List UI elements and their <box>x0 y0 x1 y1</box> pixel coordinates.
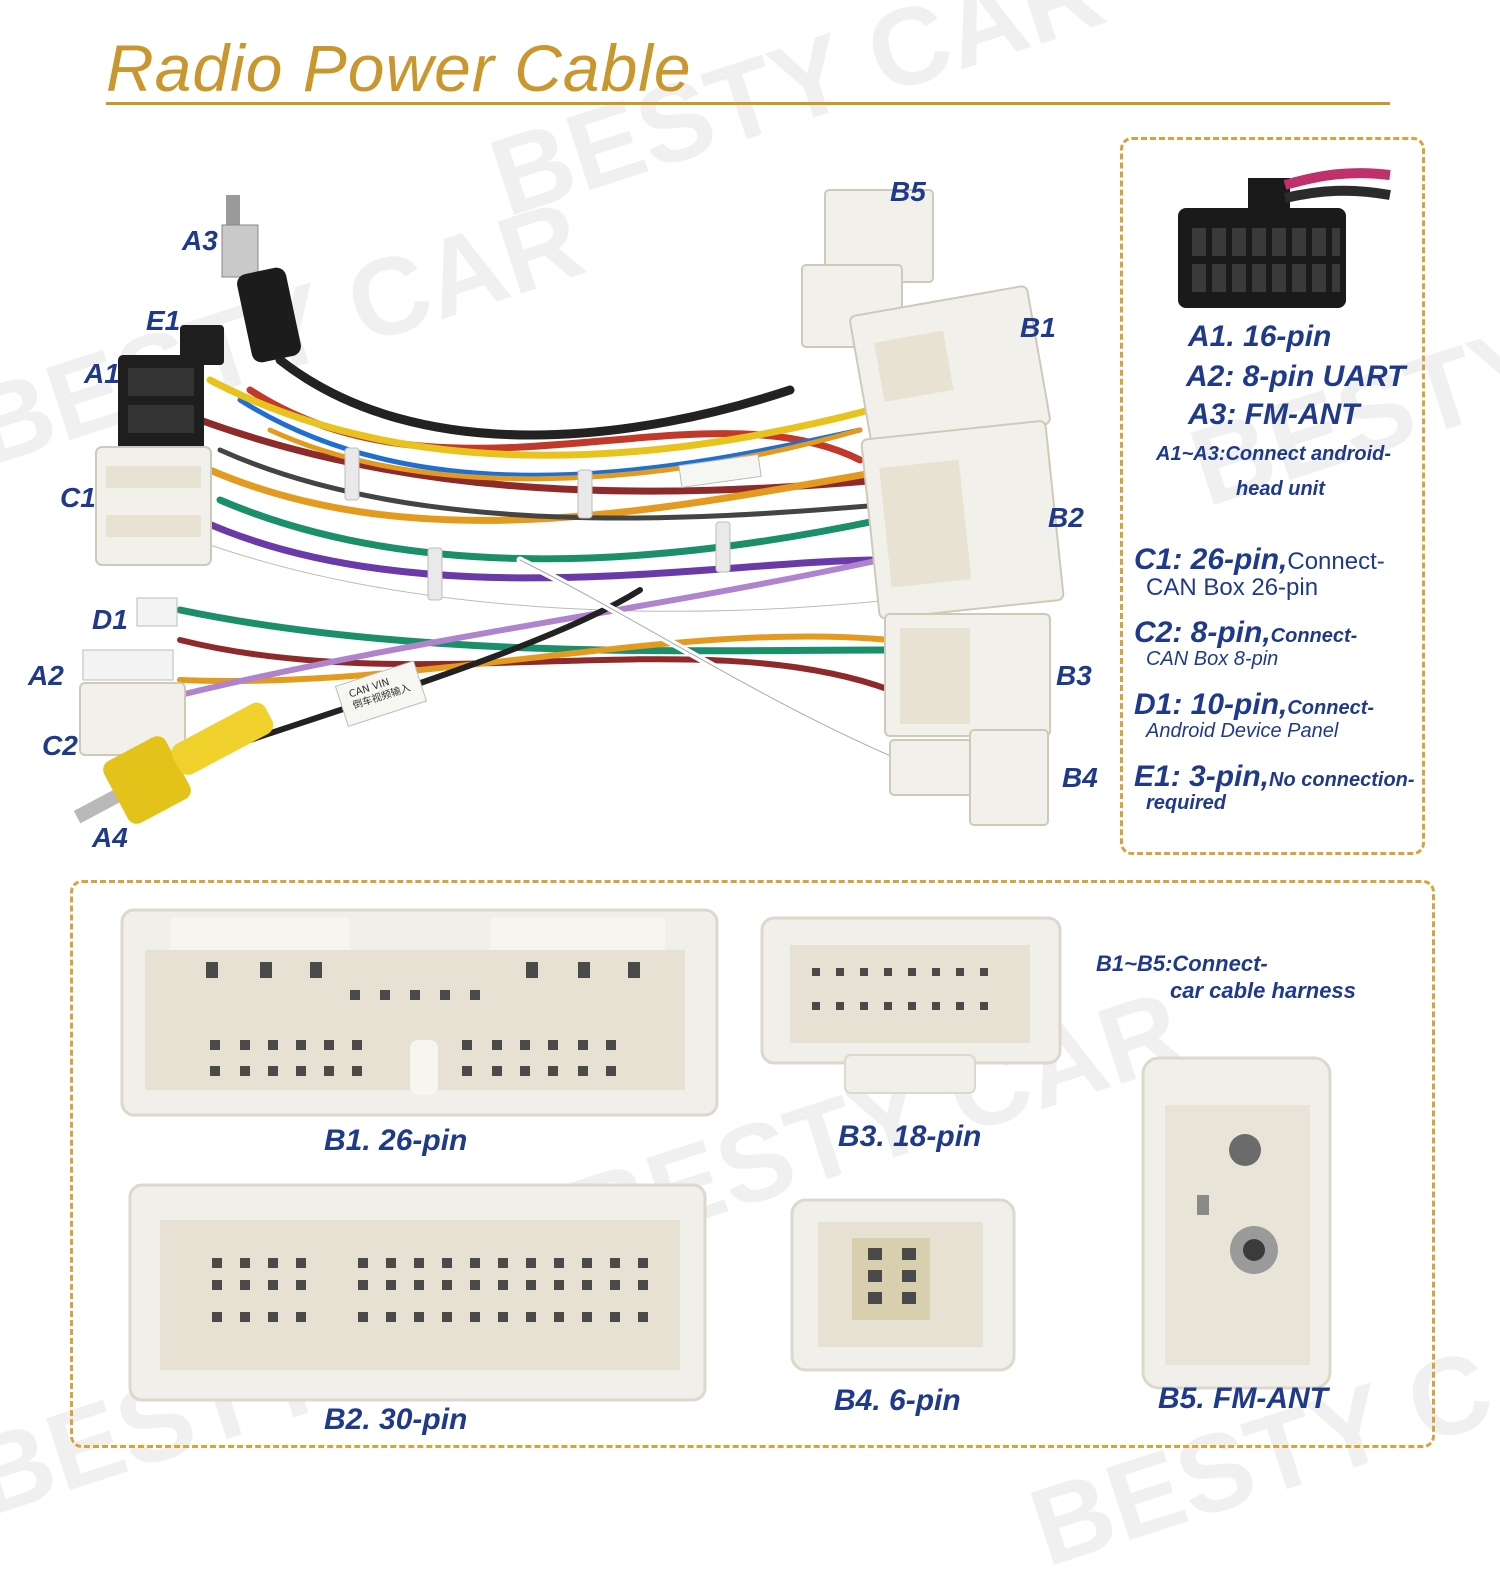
label-b1: B1 <box>1020 312 1056 343</box>
label-b4: B4 <box>1062 762 1098 793</box>
spec-d1-tail: Connect- <box>1287 697 1375 719</box>
spec-c1-line2: CAN Box 26-pin <box>1146 574 1319 601</box>
label-b5: B5 <box>890 176 926 207</box>
spec-e1-line2: required <box>1146 792 1227 814</box>
spec-c1-tail: Connect- <box>1287 548 1385 575</box>
label-a4: A4 <box>92 822 128 853</box>
label-b2: B2 <box>1048 502 1084 533</box>
label-b3: B3 <box>1056 660 1092 691</box>
spec-c2-tail: Connect- <box>1270 625 1358 647</box>
spec-panel <box>1120 137 1425 855</box>
note-b-line2: car cable harness <box>1170 978 1356 1003</box>
label-a2: A2 <box>28 660 64 691</box>
cable-harness-illustration <box>73 168 1391 1402</box>
spec-d1-line2: Android Device Panel <box>1146 720 1339 742</box>
spec-a2: A2: 8-pin UART <box>1186 360 1406 393</box>
title-underline <box>106 102 1390 105</box>
label-a3: A3 <box>182 225 218 256</box>
spec-e1-head: E1: 3-pin, <box>1134 760 1270 793</box>
connector-panel <box>70 880 1435 1448</box>
caption-b2: B2. 30-pin <box>324 1403 468 1436</box>
label-c2: C2 <box>42 730 78 761</box>
spec-a-note-line1: A1~A3:Connect android- <box>1156 443 1392 465</box>
spec-c1: C1: 26-pin,Connect- <box>1134 543 1385 577</box>
label-c1: C1 <box>60 482 96 513</box>
label-d1: D1 <box>92 604 128 635</box>
caption-b1: B1. 26-pin <box>324 1124 468 1157</box>
spec-a-note-line2: head unit <box>1236 478 1325 500</box>
label-e1: E1 <box>146 305 181 336</box>
caption-b3: B3. 18-pin <box>838 1120 982 1153</box>
spec-a1: A1. 16-pin <box>1188 320 1332 353</box>
spec-d1: D1: 10-pin,Connect- <box>1134 688 1374 722</box>
spec-c2: C2: 8-pin,Connect- <box>1134 616 1357 650</box>
spec-c2-head: C2: 8-pin, <box>1134 616 1271 649</box>
spec-e1: E1: 3-pin,No connection- <box>1134 760 1415 794</box>
caption-b5: B5. FM-ANT <box>1158 1382 1328 1415</box>
spec-c1-head: C1: 26-pin, <box>1134 543 1288 576</box>
spec-c2-line2: CAN Box 8-pin <box>1146 648 1279 670</box>
caption-b4: B4. 6-pin <box>834 1384 961 1417</box>
spec-a3: A3: FM-ANT <box>1188 398 1360 431</box>
spec-e1-tail: No connection- <box>1269 769 1415 791</box>
label-a1: A1 <box>84 358 120 389</box>
page-title: Radio Power Cable <box>106 31 692 105</box>
note-b-line1: B1~B5:Connect- <box>1096 951 1268 976</box>
spec-d1-head: D1: 10-pin, <box>1134 688 1288 721</box>
